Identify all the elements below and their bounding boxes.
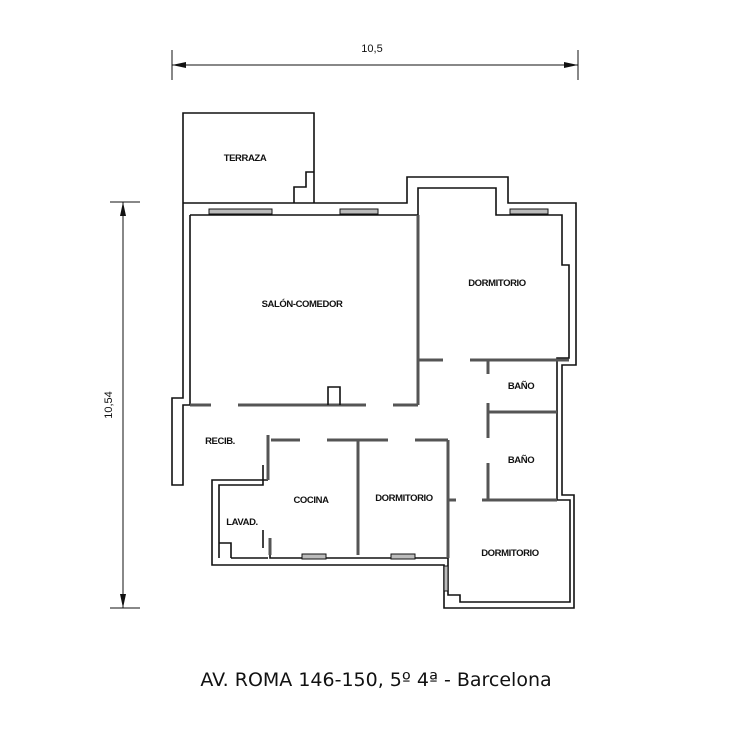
room-terraza: TERRAZA — [224, 153, 267, 164]
width-label: 10,5 — [361, 43, 382, 55]
room-salon-comedor: SALÓN-COMEDOR — [262, 298, 343, 310]
terraza-walls — [182, 112, 315, 203]
room-bano-2: BAÑO — [508, 455, 534, 466]
window — [509, 208, 549, 215]
room-dormitorio-2: DORMITORIO — [375, 493, 433, 504]
height-dimension: 10,54 — [103, 201, 140, 609]
window — [443, 565, 449, 592]
window — [390, 553, 416, 560]
room-bano-1: BAÑO — [508, 381, 534, 392]
interior-walls — [190, 215, 569, 558]
window — [208, 208, 273, 215]
window — [339, 208, 379, 215]
exterior-walls — [171, 176, 577, 609]
room-cocina: COCINA — [293, 495, 329, 506]
room-recibidor: RECIB. — [205, 436, 235, 447]
room-dormitorio-1: DORMITORIO — [468, 278, 526, 289]
plan-title: AV. ROMA 146-150, 5º 4ª - Barcelona — [200, 669, 551, 691]
room-dormitorio-3: DORMITORIO — [481, 548, 539, 559]
windows — [208, 208, 549, 592]
window — [301, 553, 327, 560]
height-label: 10,54 — [103, 391, 115, 419]
room-lavadero: LAVAD. — [226, 517, 258, 528]
width-dimension: 10,5 — [171, 43, 579, 80]
